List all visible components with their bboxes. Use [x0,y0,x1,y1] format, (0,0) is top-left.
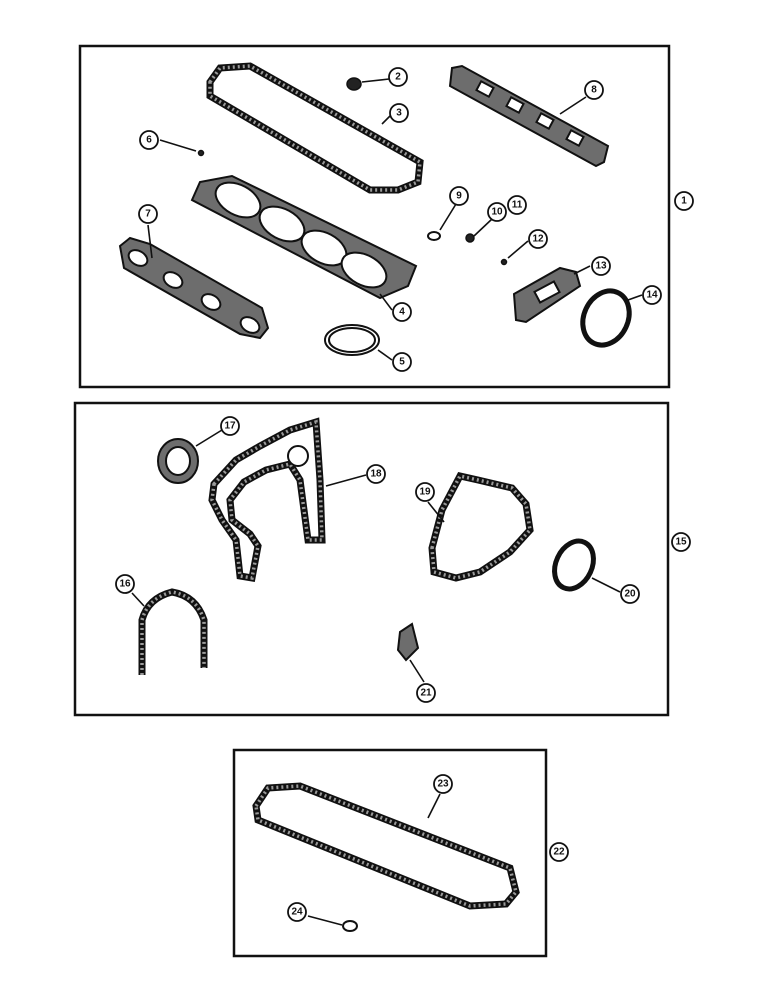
part-13-housing-gasket [512,266,582,324]
part-16-rear-seal-gasket [138,588,208,675]
part-5-o-ring-inner [328,327,376,353]
part-17-gasket [157,438,199,484]
part-23-oil-pan-gasket [252,782,520,910]
callout-20-label: 20 [624,589,636,600]
panel-22-frame [232,748,548,958]
panel-lower-gasket-kit [73,401,670,717]
callout-24: 24 [287,902,307,922]
callout-22: 22 [549,842,569,862]
callout-15: 15 [671,532,691,552]
part-19-water-pump-gasket [428,472,534,582]
part-18-timing-cover-gasket [208,417,326,583]
part-6-ball [197,149,205,157]
callout-7-label: 7 [145,209,151,220]
part-24-ring [342,920,358,932]
callout-15-label: 15 [675,537,687,548]
callout-3: 3 [389,103,409,123]
callout-11-label: 11 [512,200,523,211]
callout-17: 17 [220,416,240,436]
callout-13: 13 [591,256,611,276]
callout-19-label: 19 [419,487,431,498]
callout-5: 5 [392,352,412,372]
part-9-ring [427,231,441,241]
callout-8-label: 8 [591,85,597,96]
callout-1-label: 1 [681,196,687,207]
callout-9: 9 [449,186,469,206]
callout-10: 10 [487,202,507,222]
part-12-ball [500,258,508,266]
part-2-plug [346,77,362,91]
callout-12: 12 [528,229,548,249]
callout-2: 2 [388,67,408,87]
part-10-seal [465,233,475,243]
callout-23: 23 [433,774,453,794]
callout-6: 6 [139,130,159,150]
callout-13-label: 13 [595,261,607,272]
part-5-o-ring [324,324,380,356]
callout-16: 16 [115,574,135,594]
part-4-head-gasket [190,174,418,300]
callout-21-label: 21 [420,688,432,699]
callout-18-label: 18 [370,469,382,480]
callout-17-label: 17 [224,421,236,432]
callout-6-label: 6 [146,135,152,146]
callout-14: 14 [642,285,662,305]
part-14-seal-ring [580,288,632,348]
callout-1: 1 [674,191,694,211]
callout-21: 21 [416,683,436,703]
callout-8: 8 [584,80,604,100]
callout-22-label: 22 [553,847,565,858]
panel-1-frame [78,44,671,389]
callout-9-label: 9 [456,191,462,202]
callout-24-label: 24 [291,907,303,918]
callout-7: 7 [138,204,158,224]
callout-12-label: 12 [532,234,544,245]
callout-14-label: 14 [646,290,658,301]
callout-4-label: 4 [399,307,405,318]
callout-3-label: 3 [396,108,402,119]
callout-10-label: 10 [491,207,503,218]
callout-23-label: 23 [437,779,449,790]
callout-5-label: 5 [399,357,405,368]
part-20-seal-ring [552,538,596,592]
panel-oil-pan-gasket-kit [232,748,548,958]
callout-18: 18 [366,464,386,484]
callout-2-label: 2 [395,72,401,83]
callout-4: 4 [392,302,412,322]
panel-upper-gasket-kit [78,44,671,389]
part-3-valve-cover-gasket [206,62,424,194]
part-8-manifold-gasket [448,64,610,168]
callout-11: 11 [507,195,527,215]
callout-20: 20 [620,584,640,604]
callout-16-label: 16 [119,579,131,590]
callout-19: 19 [415,482,435,502]
part-7-exhaust-manifold-gasket [118,236,270,340]
part-21-small-gasket [396,622,420,662]
